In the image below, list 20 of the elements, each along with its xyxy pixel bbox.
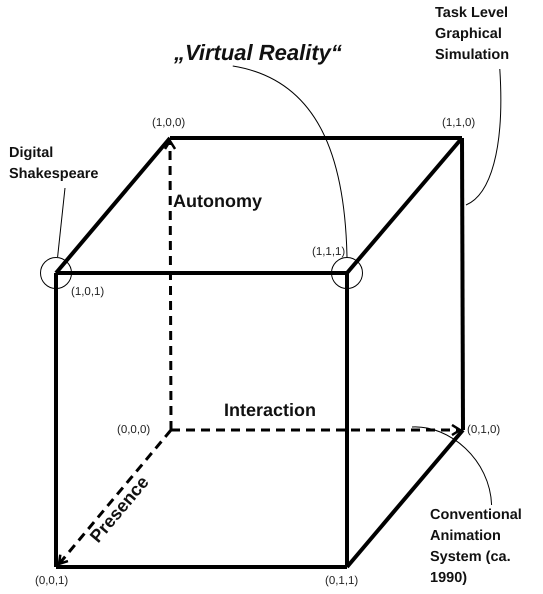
callout-text: Task Level Graphical Simulation — [435, 3, 543, 66]
highlight-circle — [40, 257, 72, 289]
axis-label: Autonomy — [173, 191, 262, 212]
leader-line — [232, 66, 348, 258]
coordinate-label: (0,1,1) — [325, 575, 358, 587]
coordinate-label: (1,1,1) — [312, 246, 346, 258]
coordinate-label: (1,0,0) — [152, 117, 186, 129]
callout-text: „Virtual Reality“ — [174, 42, 342, 63]
callout-text: Conventional Animation System (ca. 1990) — [430, 505, 542, 589]
coordinate-label: (0,0,0) — [117, 424, 150, 436]
coordinate-label: (0,0,1) — [35, 575, 68, 587]
coordinate-label: (0,1,0) — [467, 424, 500, 436]
leader-line — [412, 426, 492, 506]
coordinate-label: (1,1,0) — [442, 117, 476, 129]
axis-label: Interaction — [224, 400, 316, 421]
leader-line — [57, 188, 66, 258]
callout-text: Digital Shakespeare — [9, 143, 121, 185]
highlight-circle — [331, 257, 363, 289]
coordinate-label: (1,0,1) — [71, 286, 104, 298]
leader-line — [466, 68, 502, 206]
